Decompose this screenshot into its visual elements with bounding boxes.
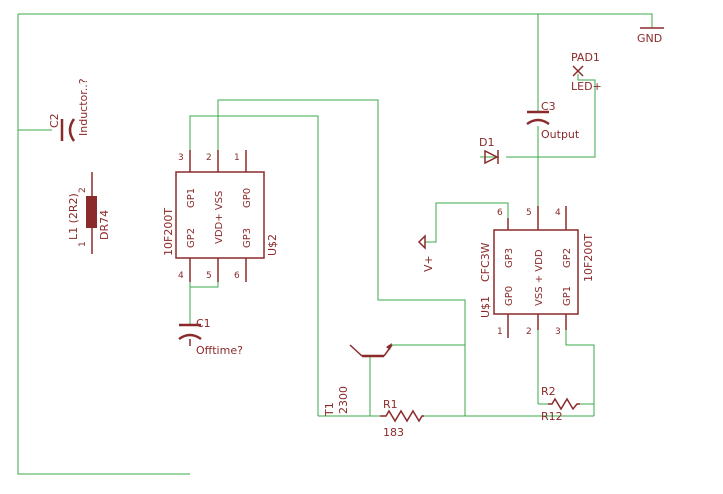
gnd-symbol: GND — [637, 27, 664, 45]
l1-pin1: 1 — [78, 241, 88, 247]
u1-value2: 10F200T — [582, 234, 595, 282]
inductor-l1: 2 1 L1 (2R2) DR74 — [67, 172, 111, 254]
u2-body — [175, 171, 265, 259]
wire-u2-pin4-5 — [189, 282, 219, 288]
u2-pin6-num: 6 — [234, 271, 240, 281]
l1-value: DR74 — [98, 210, 111, 240]
u2-pin5-num: 5 — [206, 271, 212, 281]
capacitor-c3: C3 Output — [526, 100, 580, 141]
t1-label: T1 — [323, 402, 336, 417]
resistor-r1: R1 183 — [380, 398, 424, 439]
chip-u2: 3 2 1 4 5 6 GP1 VDD+ VSS GP0 GP2 GP3 10F… — [162, 150, 279, 282]
vplus-label: V+ — [422, 255, 435, 272]
l1-label: L1 (2R2) — [67, 193, 80, 240]
vplus-symbol: V+ — [417, 234, 435, 272]
wire-u2-pin3-route — [189, 115, 319, 416]
wire-led-plus — [538, 74, 596, 158]
gnd-label: GND — [637, 32, 662, 45]
u2-pin4-num: 4 — [178, 271, 184, 281]
wire-u2-pin2-route — [217, 99, 466, 416]
wire-left-rail — [17, 14, 190, 475]
u2-gp2: GP2 — [186, 228, 197, 248]
u2-value: 10F200T — [162, 208, 175, 256]
u1-gp2: GP2 — [562, 248, 573, 268]
c3-label: C3 — [541, 100, 556, 113]
r1-label: R1 — [383, 398, 398, 411]
u1-gp3: GP3 — [504, 248, 515, 268]
wire-u1-pin3 — [565, 330, 595, 416]
u1-pin4-num: 4 — [555, 208, 561, 218]
u2-gp3: GP3 — [242, 228, 253, 248]
wire-u1-pin6 — [425, 202, 509, 243]
u2-name: U$2 — [266, 234, 279, 256]
capacitor-c1: C1 Offtime? — [178, 317, 243, 357]
l1-core — [86, 196, 97, 228]
u1-pin5-num: 5 — [526, 208, 532, 218]
r2-value: R12 — [541, 410, 563, 423]
u1-vss-vdd: VSS + VDD — [534, 249, 545, 306]
l1-pin2: 2 — [78, 187, 88, 193]
t1-value: 2300 — [337, 386, 350, 414]
led-plus-label: LED+ — [571, 80, 602, 93]
u2-pin3-num: 3 — [178, 153, 184, 163]
diode-d1: D1 — [479, 136, 499, 165]
d1-label: D1 — [479, 136, 494, 149]
resistor-r2: R2 R12 — [541, 385, 580, 423]
wire-top-rail — [18, 13, 653, 28]
u1-pin1-num: 1 — [497, 327, 503, 337]
u2-gp0: GP0 — [242, 188, 253, 208]
pad1: PAD1 LED+ — [571, 51, 602, 93]
c3-value: Output — [541, 128, 580, 141]
u1-value: CFC3W — [479, 242, 492, 282]
r2-label: R2 — [541, 385, 556, 398]
u2-gp1: GP1 — [186, 188, 197, 208]
u1-pin3-num: 3 — [555, 327, 561, 337]
c2-label: C2 — [48, 113, 61, 128]
u1-pin2-num: 2 — [526, 327, 532, 337]
wires — [17, 13, 653, 475]
pad1-label: PAD1 — [571, 51, 600, 64]
c1-value: Offtime? — [196, 344, 243, 357]
u1-pin6-num: 6 — [497, 208, 503, 218]
c1-label: C1 — [196, 317, 211, 330]
u2-vdd-vss: VDD+ VSS — [214, 191, 225, 244]
transistor-t1: T1 2300 — [323, 343, 393, 417]
capacitor-c2: C2 Inductor..? — [48, 78, 90, 142]
r1-value: 183 — [383, 426, 404, 439]
u1-gp1: GP1 — [562, 286, 573, 306]
u1-gp0: GP0 — [504, 286, 515, 306]
u2-pin2-num: 2 — [206, 153, 212, 163]
u1-name: U$1 — [479, 296, 492, 318]
u1-body — [493, 229, 579, 315]
chip-u1: 6 5 4 1 2 3 GP0 GP3 VSS + VDD GP2 GP1 U$… — [479, 206, 595, 338]
u2-pin1-num: 1 — [234, 153, 240, 163]
c2-value: Inductor..? — [77, 78, 90, 136]
